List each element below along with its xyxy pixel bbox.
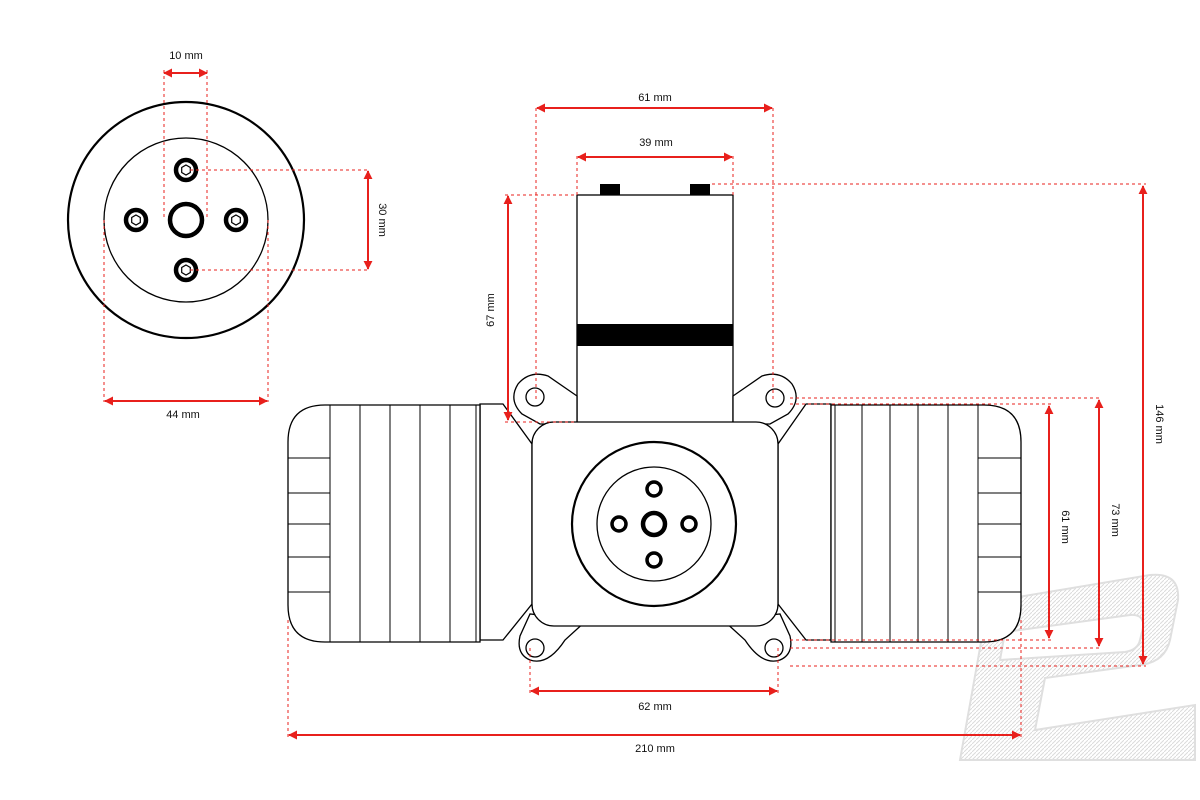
dim-mount-spacing-vertical-label: 61 mm [1059,510,1071,544]
carburetor-band [577,324,733,346]
dim-carburetor-height: 67 mm [485,194,577,423]
dim-prop-hub-diameter-label: 44 mm [166,409,200,421]
carburetor-nub-left [600,184,620,195]
dim-overall-width-label: 210 mm [635,743,675,755]
carburetor-nub-right [690,184,710,195]
cylinder-left [287,404,481,643]
dim-mount-spacing-horizontal: 62 mm [529,648,779,713]
dim-carburetor-inner-width: 39 mm [576,137,734,195]
dim-overall-height: 146 mm [712,183,1165,667]
dim-mount-spacing-horizontal-label: 62 mm [638,701,672,713]
dim-mount-spacing-vertical: 61 mm [790,403,1071,641]
cylinder-right [830,404,1022,643]
hex-bolt-right [223,207,249,233]
dim-mount-bracket-height: 73 mm [790,397,1121,649]
front-view-hub [66,100,306,340]
dim-shaft-diameter-label: 10 mm [169,50,203,62]
engine-body-view [287,184,1022,662]
shaft-circle [167,201,205,239]
cylinder-neck-left [479,403,533,641]
mount-ear-top-right [732,373,797,425]
rear-bolt-bottom [645,551,663,569]
dim-shaft-diameter: 10 mm [163,50,208,220]
dim-overall-height-label: 146 mm [1153,404,1165,444]
rear-bolt-right [680,515,698,533]
hub-outer-circle [66,100,306,340]
rear-bolt-left [610,515,628,533]
rear-hub-outer [570,440,738,608]
carburetor-block [576,194,734,426]
rear-hub-inner [596,466,712,582]
dim-carburetor-inner-width-label: 39 mm [639,137,673,149]
dim-mount-hole-spacing-label: 30 mm [376,203,388,237]
dim-mount-bracket-height-label: 73 mm [1109,503,1121,537]
dim-overall-width: 210 mm [287,620,1022,755]
hex-bolt-left [123,207,149,233]
rear-shaft [640,510,668,538]
cylinder-neck-right [777,403,832,641]
dim-carburetor-height-label: 67 mm [485,293,497,327]
rear-bolt-top [645,480,663,498]
mount-ear-top-left [513,373,578,425]
dim-mount-hole-spacing: 30 mm [190,169,388,271]
dim-carburetor-width-label: 61 mm [638,92,672,104]
dim-carburetor-width: 61 mm [535,92,774,400]
dim-prop-hub-diameter: 44 mm [103,220,269,421]
